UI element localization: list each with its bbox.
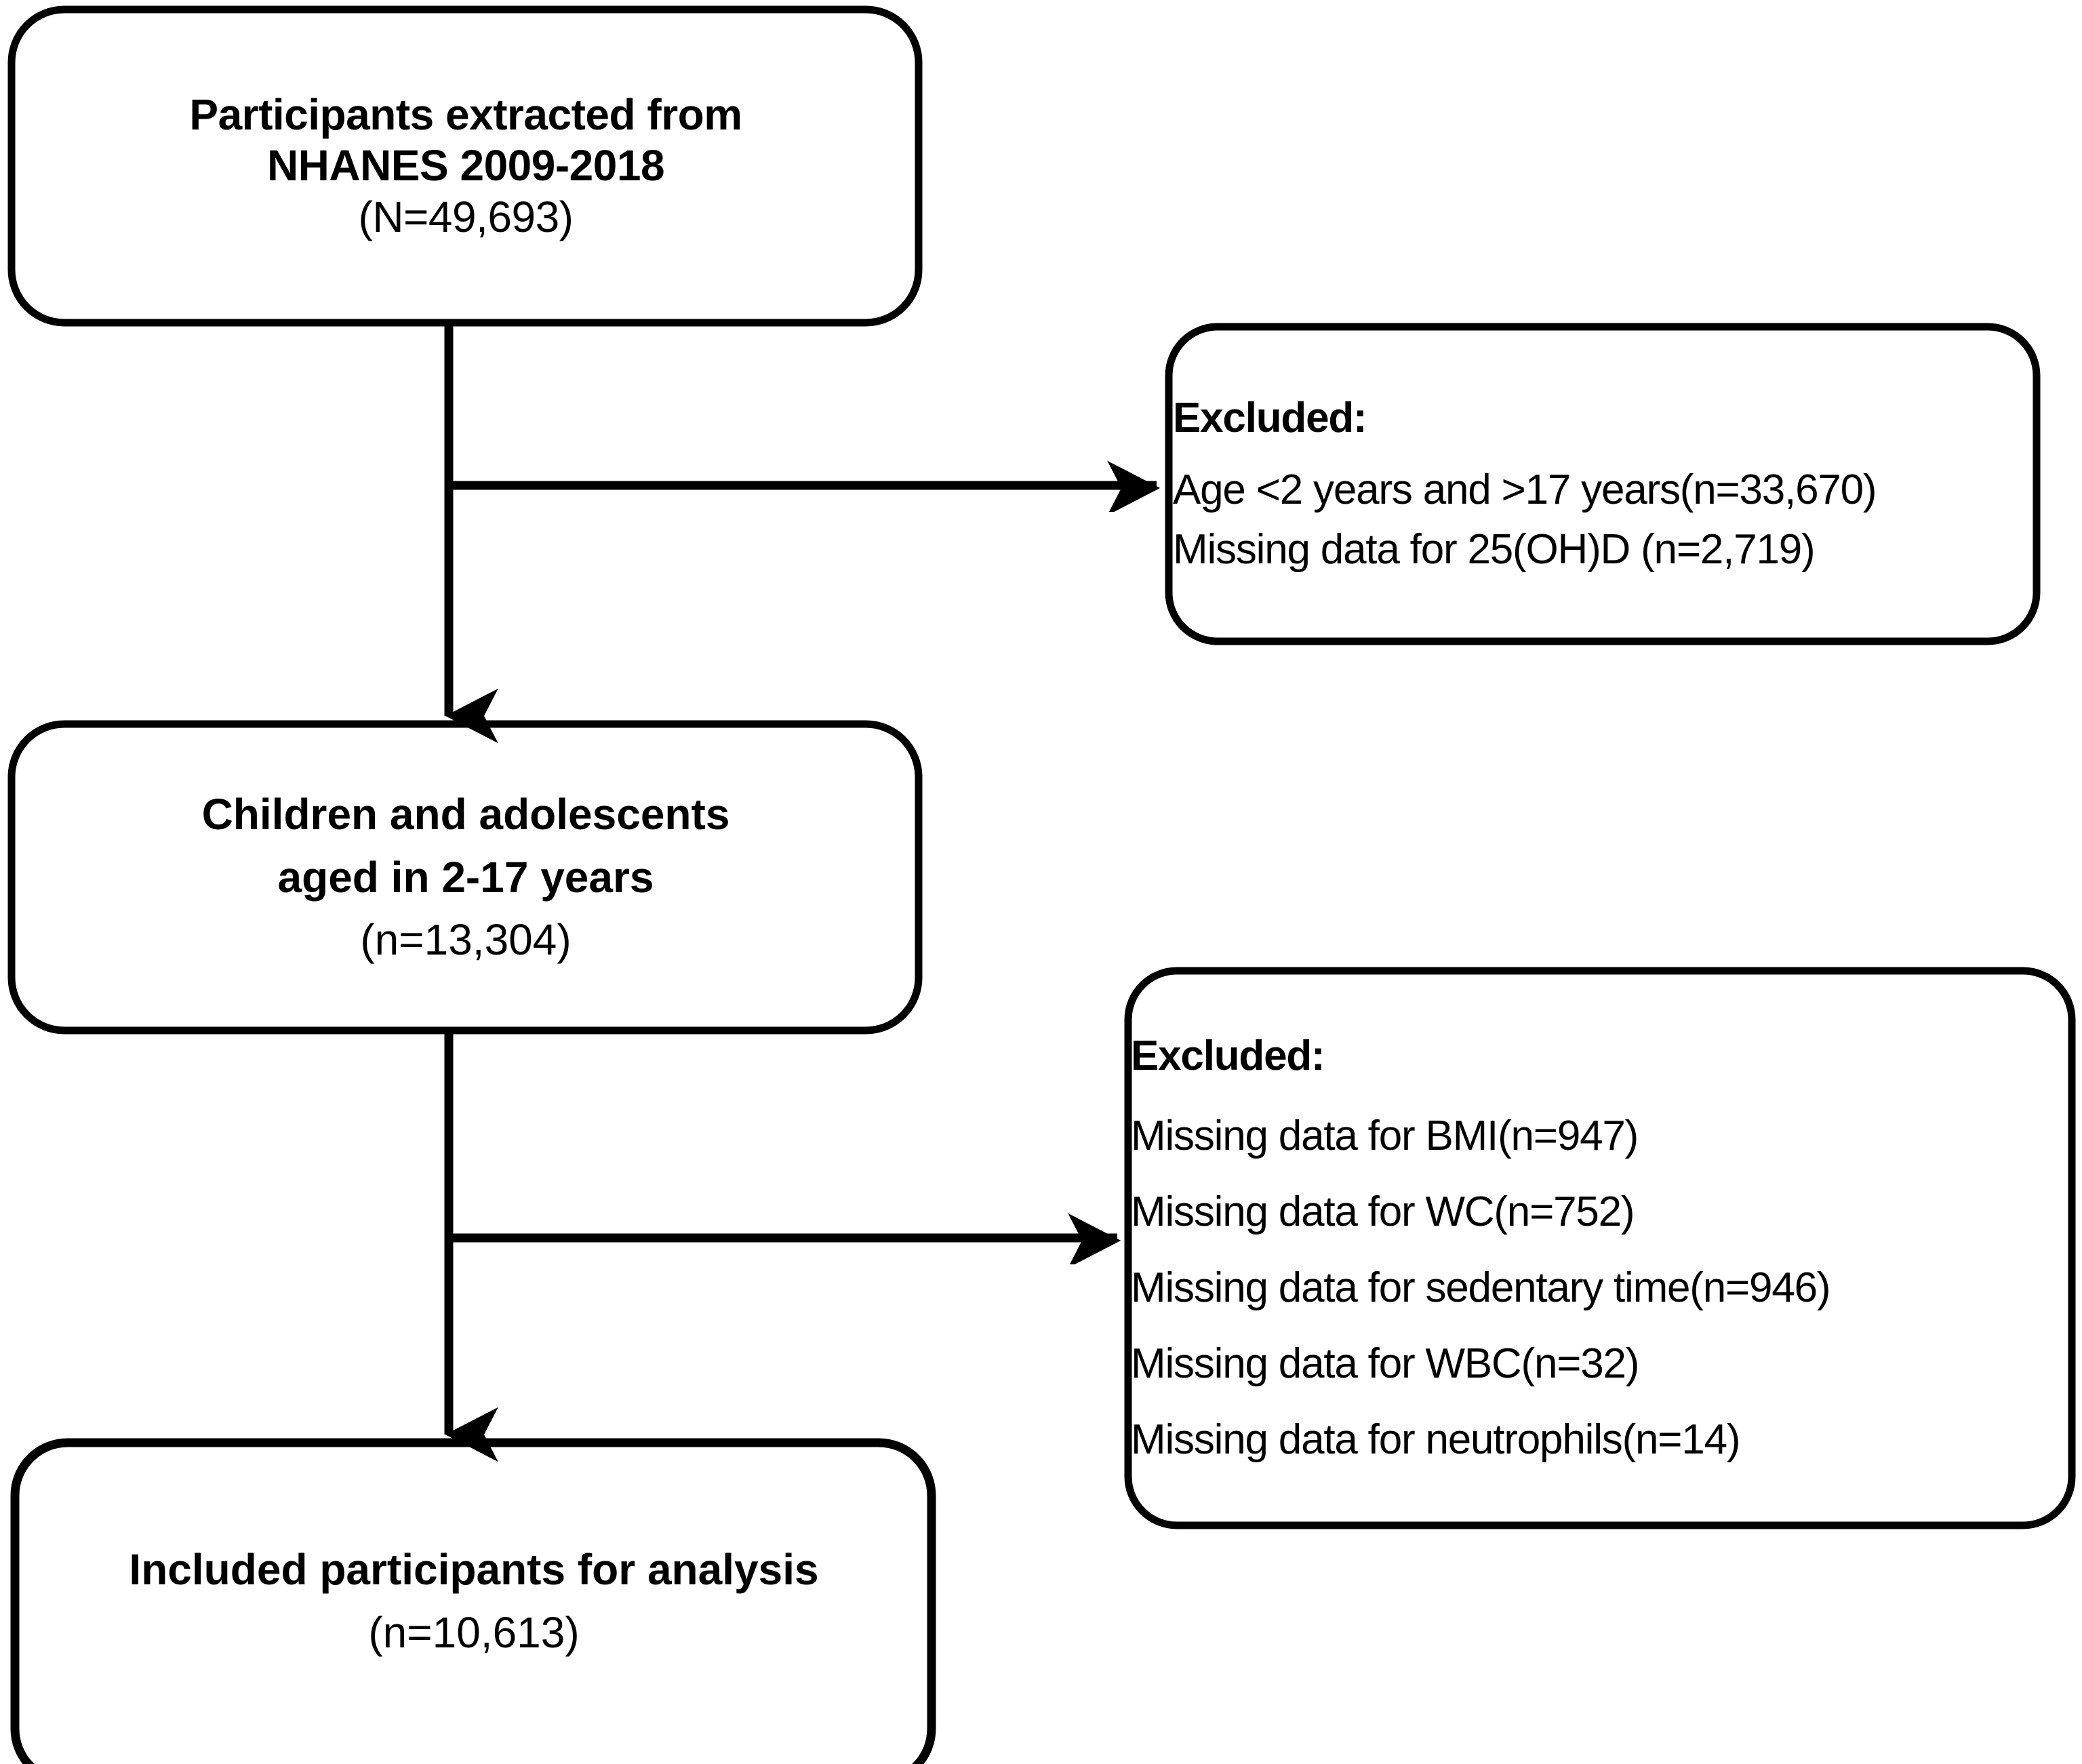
exclusion-2-reason-1: Missing data for BMI(n=947) [1131,1112,1639,1159]
exclusion-2-heading: Excluded: [1131,1033,1325,1079]
exclusion-2-reason-4: Missing data for WBC(n=32) [1131,1340,1639,1387]
exclusion-1-reason-2: Missing data for 25(OH)D (n=2,719) [1173,526,1816,574]
eligible-children-line-1: Children and adolescents [201,789,730,839]
exclusion-1-reason-1: Age <2 years and >17 years(n=33,670) [1173,466,1877,513]
exclusion-2-outline [1124,967,2076,1529]
exclusion-1-heading: Excluded: [1173,394,1367,441]
exclusion-2-reason-5: Missing data for neutrophils(n=14) [1131,1416,1741,1463]
included-participants-count: (n=10,613) [368,1608,580,1657]
eligible-children-count: (n=13,304) [360,915,572,965]
source-population-count: (N=49,693) [358,192,574,241]
exclusion-1-box: Excluded: Age <2 years and >17 years(n=3… [1165,323,2041,645]
exclusion-2-reason-2: Missing data for WC(n=752) [1131,1188,1635,1235]
source-population-line-2: NHANES 2009-2018 [266,141,665,191]
exclusion-1-outline [1165,323,2041,645]
source-population-outline [7,5,923,327]
included-participants-line-1: Included participants for analysis [129,1545,819,1595]
exclusion-2-reason-3: Missing data for sedentary time(n=946) [1131,1264,1831,1311]
included-participants-box: Included participants for analysis (n=10… [11,1439,937,1764]
exclusion-2-box: Excluded: Missing data for BMI(n=947) Mi… [1124,967,2076,1529]
eligible-children-line-2: aged in 2-17 years [277,852,654,902]
source-population-box: Participants extracted from NHANES 2009-… [8,5,923,327]
eligible-children-box: Children and adolescents aged in 2-17 ye… [8,720,923,1035]
source-population-line-1: Participants extracted from [189,89,742,139]
